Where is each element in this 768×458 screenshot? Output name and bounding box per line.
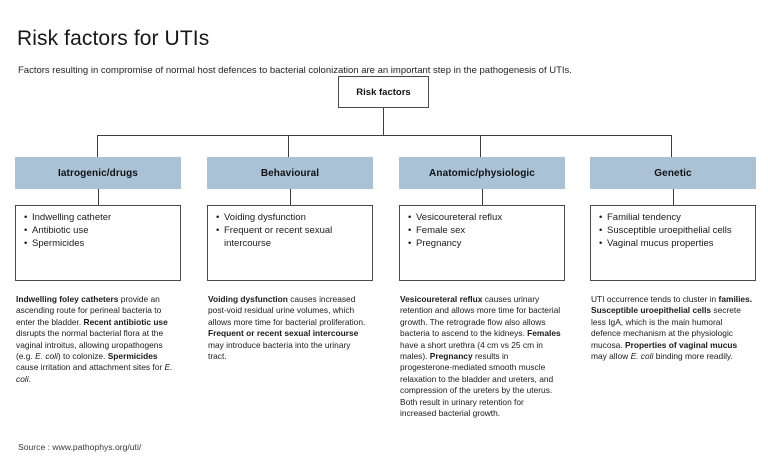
column-header-anatomic-physiologic: Anatomic/physiologic (399, 157, 565, 189)
column-header-genetic: Genetic (590, 157, 756, 189)
list-item: Vesicoureteral reflux (408, 212, 557, 225)
bullet-list: Vesicoureteral refluxFemale sexPregnancy (408, 212, 557, 251)
bullet-list: Indwelling catheterAntibiotic useSpermic… (24, 212, 173, 251)
list-item: Pregnancy (408, 238, 557, 251)
column-genetic: Genetic Familial tendencySusceptible uro… (590, 157, 756, 361)
column-header-iatrogenic-drugs: Iatrogenic/drugs (15, 157, 181, 189)
column-listbox-iatrogenic-drugs: Indwelling catheterAntibiotic useSpermic… (15, 205, 181, 281)
column-note-genetic: UTI occurrence tends to cluster in famil… (591, 294, 753, 362)
root-node-label: Risk factors (356, 86, 411, 98)
list-item: Female sex (408, 225, 557, 238)
column-header-label: Behavioural (260, 167, 320, 179)
root-node-risk-factors: Risk factors (338, 76, 429, 108)
list-item: Indwelling catheter (24, 212, 173, 225)
page-subtitle: Factors resulting in compromise of norma… (18, 64, 572, 76)
connector-branch-4 (671, 135, 672, 157)
column-anatomic-physiologic: Anatomic/physiologic Vesicoureteral refl… (399, 157, 565, 418)
column-listbox-behavioural: Voiding dysfunctionFrequent or recent se… (207, 205, 373, 281)
list-item: Spermicides (24, 238, 173, 251)
connector-branch-2 (288, 135, 289, 157)
column-iatrogenic-drugs: Iatrogenic/drugs Indwelling catheterAnti… (15, 157, 181, 384)
column-stem-icon (290, 189, 291, 205)
bullet-list: Voiding dysfunctionFrequent or recent se… (216, 212, 365, 250)
connector-root-vertical (383, 108, 384, 136)
page-title: Risk factors for UTIs (17, 27, 210, 51)
connector-branch-3 (480, 135, 481, 157)
column-note-behavioural: Voiding dysfunction causes increased pos… (208, 294, 366, 362)
column-stem-icon (98, 189, 99, 205)
source-attribution: Source : www.pathophys.org/uti/ (18, 442, 142, 452)
connector-branch-1 (97, 135, 98, 157)
list-item: Frequent or recent sexual intercourse (216, 225, 365, 250)
column-behavioural: Behavioural Voiding dysfunctionFrequent … (207, 157, 373, 361)
column-header-label: Iatrogenic/drugs (58, 167, 138, 179)
bullet-list: Familial tendencySusceptible uroepitheli… (599, 212, 748, 251)
column-stem-icon (482, 189, 483, 205)
column-header-label: Genetic (654, 167, 692, 179)
list-item: Susceptible uroepithelial cells (599, 225, 748, 238)
column-header-behavioural: Behavioural (207, 157, 373, 189)
column-listbox-genetic: Familial tendencySusceptible uroepitheli… (590, 205, 756, 281)
list-item: Antibiotic use (24, 225, 173, 238)
column-stem-icon (673, 189, 674, 205)
column-listbox-anatomic-physiologic: Vesicoureteral refluxFemale sexPregnancy (399, 205, 565, 281)
connector-horizontal-bus (97, 135, 672, 136)
list-item: Vaginal mucus properties (599, 238, 748, 251)
column-note-iatrogenic-drugs: Indwelling foley catheters provide an as… (16, 294, 173, 384)
column-header-label: Anatomic/physiologic (429, 167, 535, 179)
column-note-anatomic-physiologic: Vesicoureteral reflux causes urinary ret… (400, 294, 561, 419)
list-item: Familial tendency (599, 212, 748, 225)
list-item: Voiding dysfunction (216, 212, 365, 225)
